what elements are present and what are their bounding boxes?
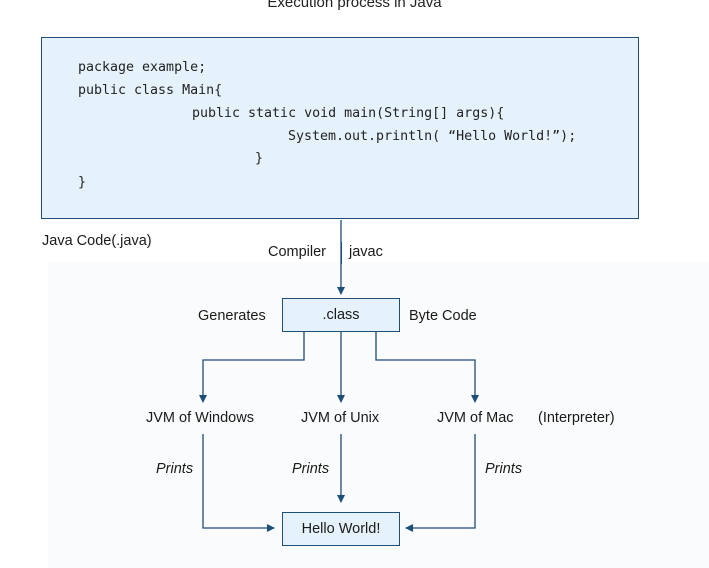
prints-windows-label: Prints [156, 461, 194, 477]
code-line-package: package example; [78, 60, 207, 75]
code-line-class-close: } [78, 175, 87, 190]
java-code-box: package example; public class Main{ publ… [41, 37, 639, 219]
code-line-method-close: } [255, 151, 264, 166]
prints-unix-label: Prints [292, 461, 330, 477]
hello-world-output-node: Hello World! [282, 512, 400, 546]
jvm-mac-label: JVM of Mac [437, 410, 514, 426]
jvm-windows-label: JVM of Windows [146, 410, 254, 426]
javac-label: javac [349, 244, 383, 260]
arrow-mac-prints [405, 434, 476, 532]
compiler-separator [341, 242, 343, 264]
arrow-to-jvm-mac [375, 331, 479, 403]
generates-label: Generates [198, 308, 266, 324]
code-line-main-method: public static void main(String[] args){ [192, 106, 505, 121]
compiler-label: Compiler [268, 244, 327, 260]
interpreter-label: (Interpreter) [538, 410, 615, 426]
diagram-title: Execution process in Java [267, 0, 442, 11]
prints-mac-label: Prints [485, 461, 523, 477]
arrow-windows-prints [202, 434, 275, 532]
class-file-node: .class [282, 298, 400, 332]
byte-code-label: Byte Code [409, 308, 477, 324]
java-code-label: Java Code(.java) [42, 233, 152, 249]
code-line-class: public class Main{ [78, 83, 223, 98]
code-line-println: System.out.println( “Hello World!”); [288, 129, 577, 144]
jvm-unix-label: JVM of Unix [301, 410, 380, 426]
arrow-to-jvm-windows [199, 331, 305, 403]
